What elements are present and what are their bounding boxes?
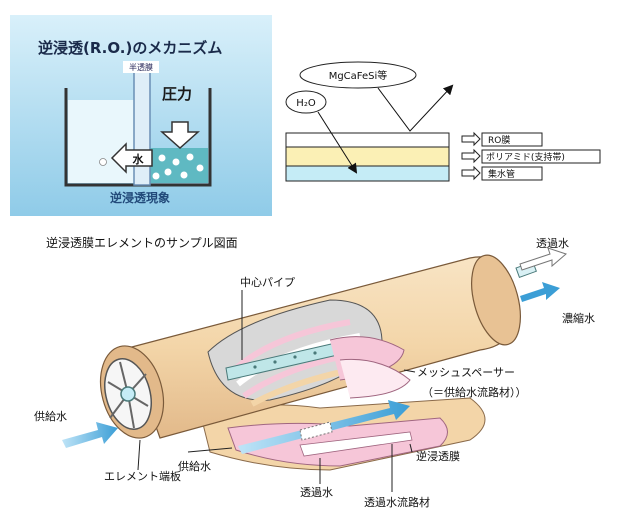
permeate-top-label: 透過水 <box>536 237 569 250</box>
layers-panel: MgCaFeSi等 H₂O RO膜 ポリアミド(支持帯) 集水管 <box>285 61 601 182</box>
collector-label: 集水管 <box>488 168 515 180</box>
mechanism-title: 逆浸透(R.O.)のメカニズム <box>38 39 222 57</box>
h2o-label: H₂O <box>296 98 316 109</box>
layer-pointer-arrows <box>461 131 481 181</box>
collector-layer <box>285 165 450 182</box>
membrane-sheets <box>199 397 486 471</box>
end-plate-label: エレメント端板 <box>104 469 181 483</box>
water-flow-arrow <box>110 142 153 174</box>
feed-left-label: 供給水 <box>34 409 67 423</box>
pipe-holes <box>253 351 317 369</box>
mgcafesi-path <box>377 84 454 132</box>
right-end-cap <box>471 254 521 346</box>
pressure-label: 圧力 <box>162 85 192 103</box>
concentrate-label: 濃縮水 <box>562 311 595 325</box>
mesh-spacer-label: メッシュスペーサー <box>417 366 515 379</box>
water-label: 水 <box>133 152 145 166</box>
feed-bottom-label: 供給水 <box>178 459 211 473</box>
element-panel: 逆浸透膜エレメントのサンプル図面 <box>34 235 595 509</box>
ro-membrane-element-label: 逆浸透膜 <box>416 449 460 463</box>
element-title: 逆浸透膜エレメントのサンプル図面 <box>46 235 238 250</box>
mesh-spacer-note: （＝供給水流路材）） <box>422 385 527 399</box>
h2o-path <box>317 111 358 174</box>
center-pipe-label: 中心パイプ <box>240 276 295 289</box>
permeate-bottom-label: 透過水 <box>300 486 333 499</box>
support-layer <box>285 146 450 167</box>
flow-arrows <box>62 247 567 454</box>
support-label: ポリアミド(支持帯) <box>486 151 565 163</box>
leader-lines <box>137 290 416 492</box>
mgcafesi-label: MgCaFeSi等 <box>329 69 388 82</box>
phenomenon-label: 逆浸透現象 <box>110 190 170 205</box>
pressure-arrow <box>160 121 200 150</box>
mechanism-panel: 逆浸透(R.O.)のメカニズム 半透膜 圧力 <box>10 15 272 216</box>
permeate-channel-label: 透過水流路材 <box>364 495 430 509</box>
membrane-label: 半透膜 <box>129 62 153 72</box>
ro-membrane-label: RO膜 <box>488 135 510 146</box>
ro-layer <box>285 132 450 148</box>
